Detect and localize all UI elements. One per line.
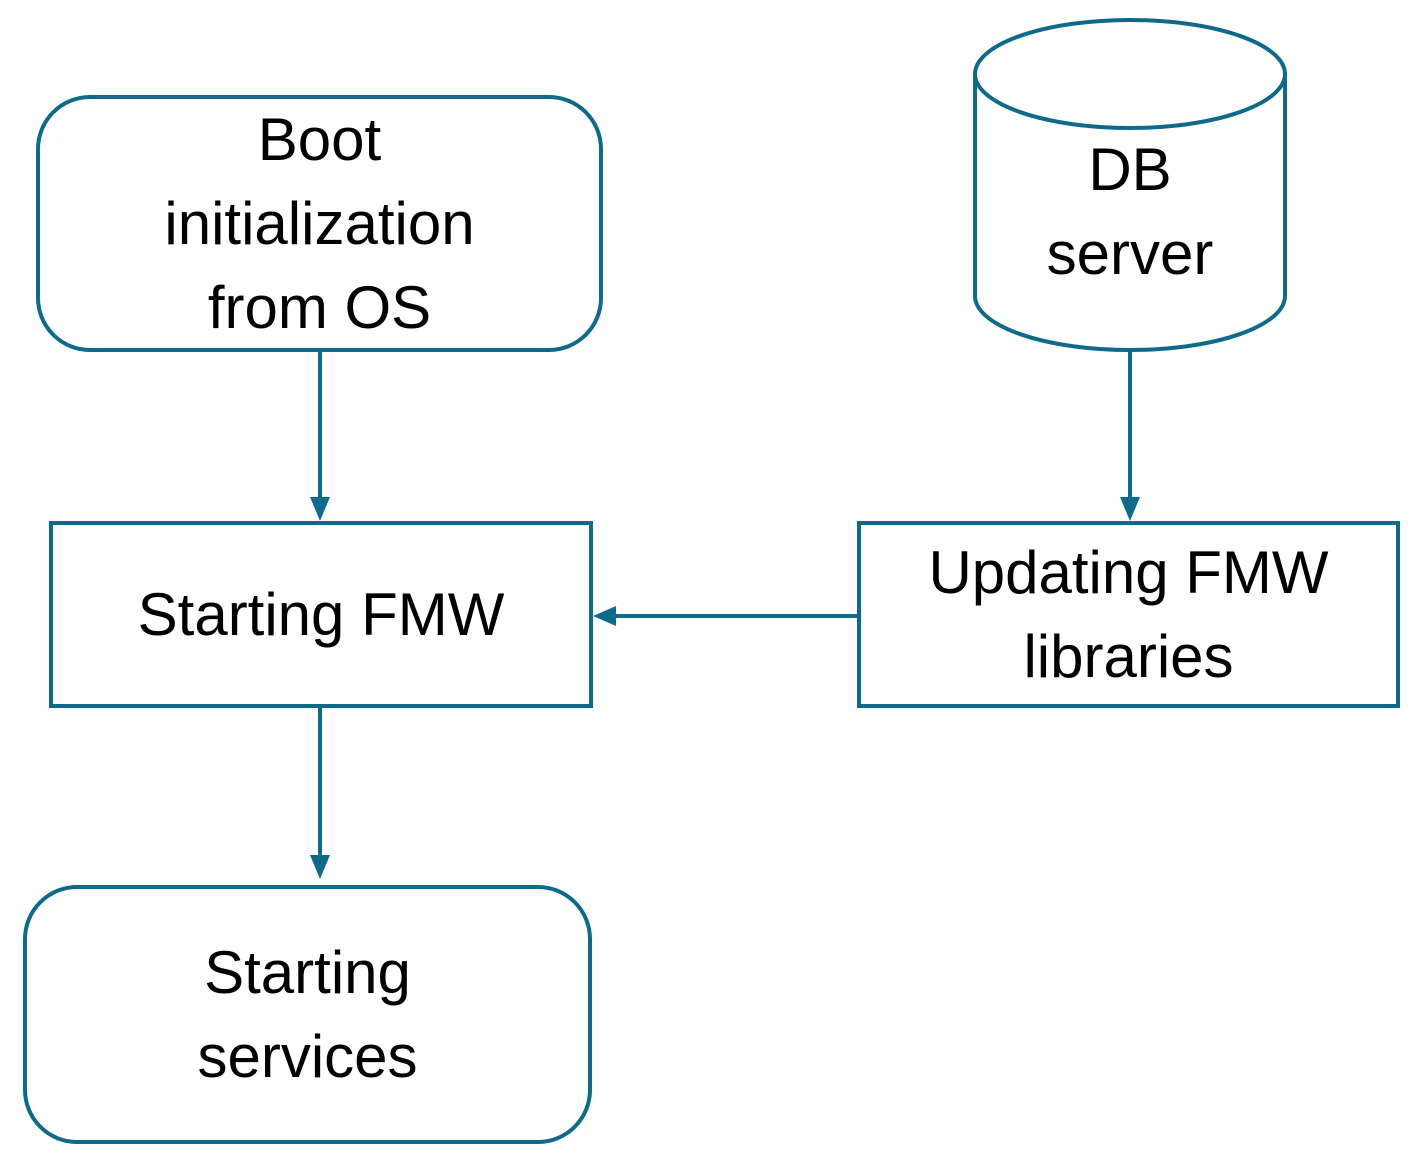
updating-fmw-label-line-1: Updating FMW — [928, 538, 1329, 606]
arrowhead-into-starting-fmw-top — [310, 497, 330, 521]
starting-services-label-line-2: services — [197, 1022, 418, 1090]
boot-label-line-3: from OS — [207, 273, 432, 341]
starting-fmw-node-label: Starting FMW — [51, 523, 591, 706]
arrowhead-into-starting-services — [310, 855, 330, 879]
boot-label-line-2: initialization — [164, 189, 475, 257]
db-server-label-line-1: DB — [1088, 136, 1172, 203]
db-server-node-shape — [973, 74, 1287, 352]
starting-services-node-label: Starting services — [25, 887, 590, 1142]
db-server-top-ellipse — [973, 18, 1287, 130]
arrowhead-into-updating-fmw — [1120, 497, 1140, 521]
db-server-node-label: DB server — [975, 126, 1285, 298]
updating-fmw-label-line-2: libraries — [1023, 622, 1234, 690]
boot-label-line-1: Boot — [257, 105, 382, 173]
db-server-label-line-2: server — [1046, 220, 1214, 287]
starting-services-node-shape — [23, 885, 592, 1144]
starting-fmw-label-line-1: Starting FMW — [137, 580, 505, 648]
starting-services-label-line-1: Starting — [204, 938, 411, 1006]
updating-fmw-node-label: Updating FMW libraries — [859, 523, 1398, 706]
boot-node-label: Boot initialization from OS — [38, 97, 601, 350]
arrowhead-into-starting-fmw-side — [593, 606, 616, 626]
